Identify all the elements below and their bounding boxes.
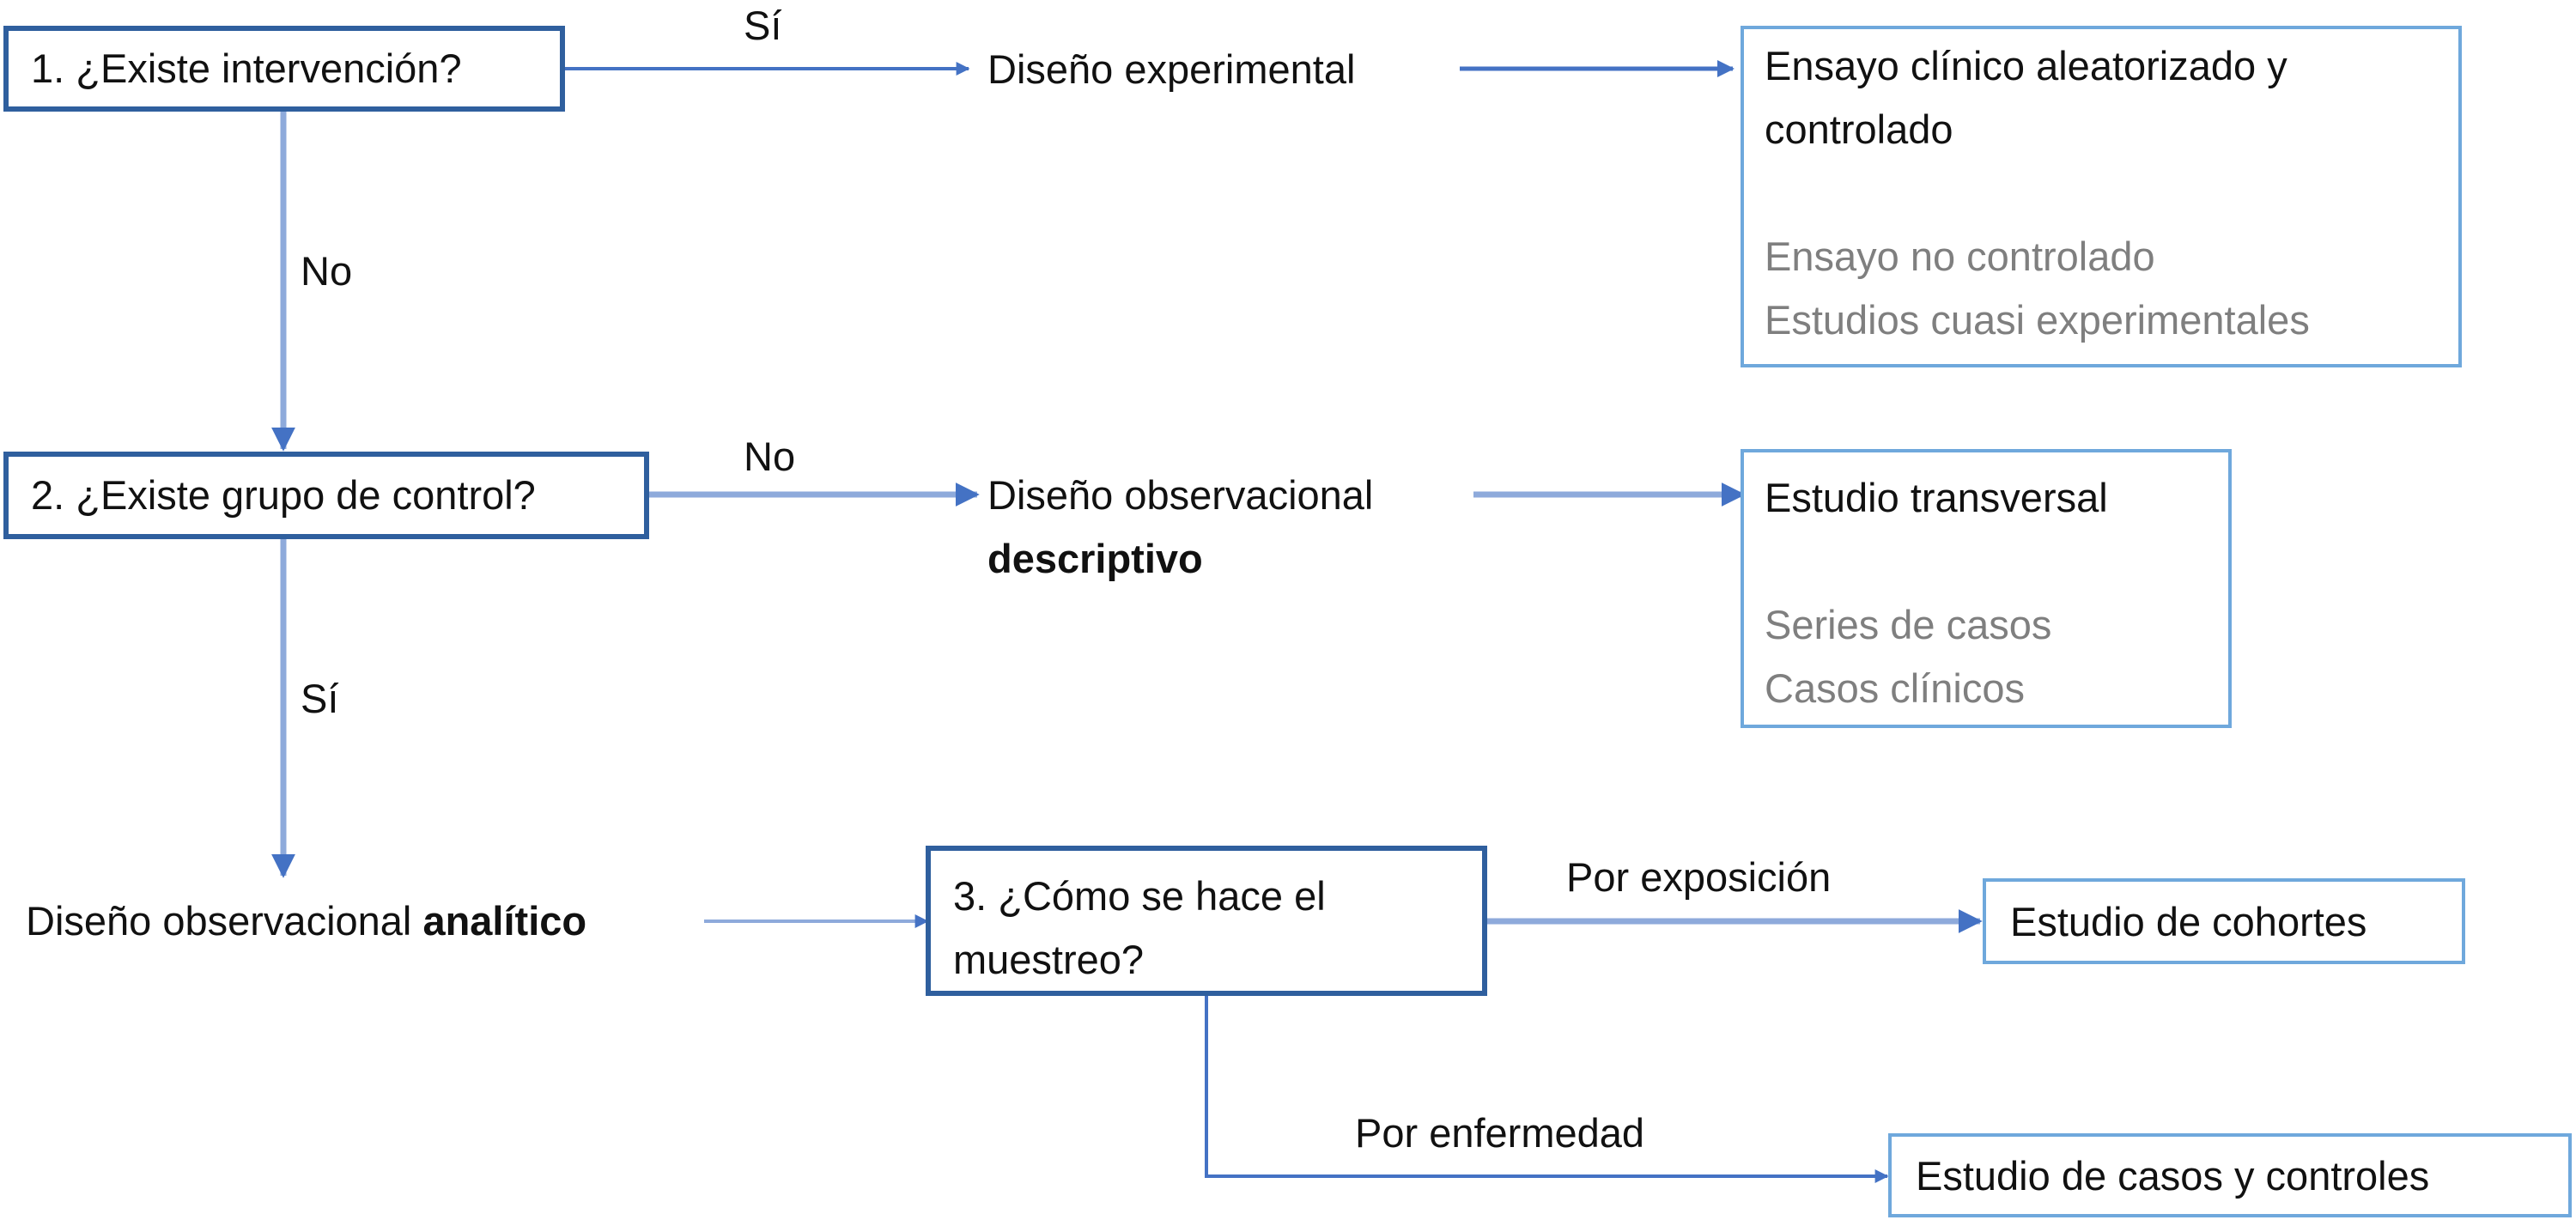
clinical-cases-text: Casos clínicos xyxy=(1765,665,2025,711)
quasi-experimental-text: Estudios cuasi experimentales xyxy=(1765,297,2310,343)
rct-line-2: controlado xyxy=(1765,106,1953,152)
analytic-design-prefix: Diseño observacional xyxy=(26,898,423,944)
arrow-q3-to-case-control xyxy=(1205,996,1889,1183)
results-spacer xyxy=(1765,530,2208,593)
cross-sectional-study-text: Estudio transversal xyxy=(1765,475,2108,520)
edge-label-by-disease: Por enfermedad xyxy=(1355,1110,1645,1156)
rct-line-1: Ensayo clínico aleatorizado y xyxy=(1765,43,2287,88)
case-series-text: Series de casos xyxy=(1765,602,2052,647)
question-1-box: 1. ¿Existe intervención? xyxy=(3,26,565,112)
uncontrolled-trial-text: Ensayo no controlado xyxy=(1765,234,2155,279)
results-spacer xyxy=(1765,161,2438,225)
experimental-design-label: Diseño experimental xyxy=(987,46,1356,92)
edge-label-q1-yes: Sí xyxy=(744,3,782,48)
descriptive-design-line-1: Diseño observacional xyxy=(987,472,1374,518)
edge-label-q1-no: No xyxy=(301,248,353,294)
question-3-line-2: muestreo? xyxy=(953,937,1145,982)
descriptive-design-line-2: descriptivo xyxy=(987,536,1203,581)
descriptive-design-label: Diseño observacional descriptivo xyxy=(987,464,1373,591)
case-control-study-box: Estudio de casos y controles xyxy=(1888,1133,2572,1217)
cohort-study-box: Estudio de cohortes xyxy=(1983,878,2465,964)
descriptive-results-box: Estudio transversal Series de casos Caso… xyxy=(1741,449,2232,728)
question-2-box: 2. ¿Existe grupo de control? xyxy=(3,452,649,539)
analytic-design-label: Diseño observacional analítico xyxy=(26,889,586,953)
edge-label-q2-no: No xyxy=(744,434,796,479)
question-1-text: 1. ¿Existe intervención? xyxy=(31,46,462,91)
question-3-box: 3. ¿Cómo se hace el muestreo? xyxy=(926,846,1487,996)
cohort-study-text: Estudio de cohortes xyxy=(2010,898,2367,944)
edge-label-q2-yes: Sí xyxy=(301,676,339,721)
question-3-line-1: 3. ¿Cómo se hace el xyxy=(953,873,1326,919)
case-control-study-text: Estudio de casos y controles xyxy=(1916,1152,2430,1199)
edge-label-by-exposure: Por exposición xyxy=(1566,854,1832,900)
experimental-results-box: Ensayo clínico aleatorizado y controlado… xyxy=(1741,26,2462,367)
analytic-design-bold: analítico xyxy=(422,898,587,944)
question-2-text: 2. ¿Existe grupo de control? xyxy=(31,472,536,518)
